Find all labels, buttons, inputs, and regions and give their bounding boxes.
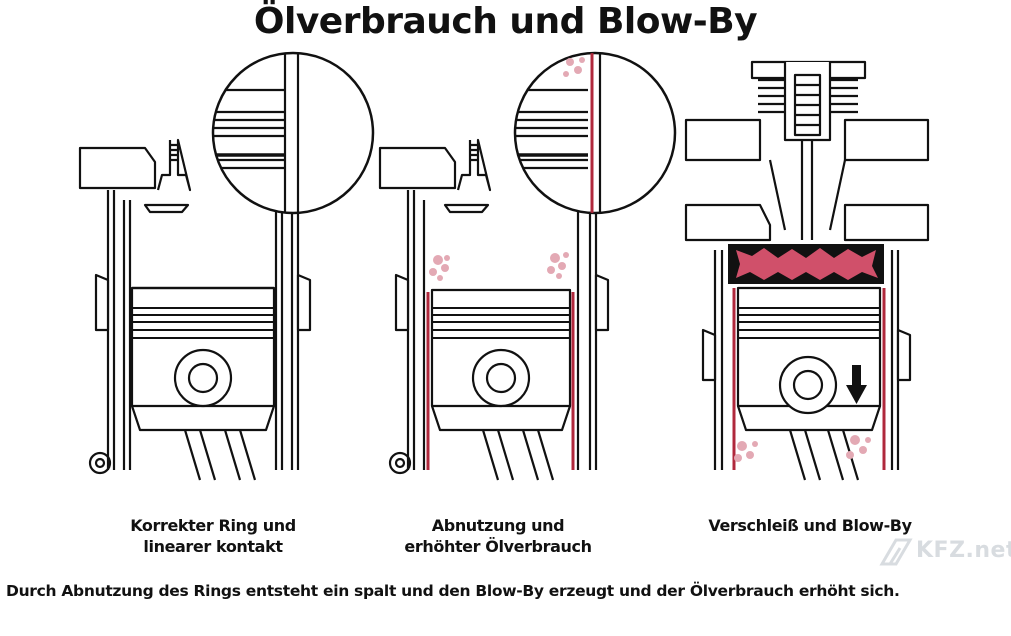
diagram-title: Ölverbrauch und Blow-By (253, 1, 758, 42)
panel-label-correct: Korrekter Ring und linearer kontakt (130, 516, 296, 556)
oil-mist-panel-3 (734, 435, 871, 462)
watermark-text: KFZ.net (916, 538, 1011, 563)
logo-icon (879, 538, 913, 566)
piston-diagram (78, 51, 930, 481)
panel-blow-by (684, 60, 930, 481)
wear-marks-panel-3 (732, 288, 886, 470)
watermark-logo: KFZ.net (878, 534, 1011, 570)
zoom-circle-wear (513, 51, 677, 215)
arrow-down-icon (846, 365, 867, 404)
caption: Durch Abnutzung des Rings entsteht ein s… (6, 582, 900, 600)
panel-wear (378, 138, 610, 481)
oil-mist-panel-2 (429, 252, 569, 281)
zoom-circle-correct (211, 51, 375, 215)
panel-label-wear: Abnutzung und erhöhter Ölverbrauch (404, 516, 592, 556)
combustion-chamber (728, 244, 884, 284)
panel-label-blow-by: Verschleiß und Blow-By (708, 516, 912, 535)
wear-marks-panel-2 (426, 292, 575, 470)
panel-correct-ring (78, 138, 312, 481)
